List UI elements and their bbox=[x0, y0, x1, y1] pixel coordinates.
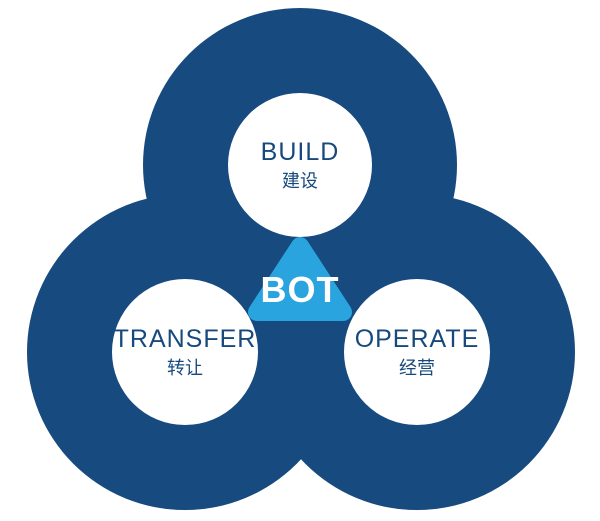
bot-triangle bbox=[248, 237, 352, 321]
operate-ring-center bbox=[344, 279, 490, 425]
transfer-ring-center bbox=[112, 279, 258, 425]
build-ring-center bbox=[228, 93, 372, 237]
